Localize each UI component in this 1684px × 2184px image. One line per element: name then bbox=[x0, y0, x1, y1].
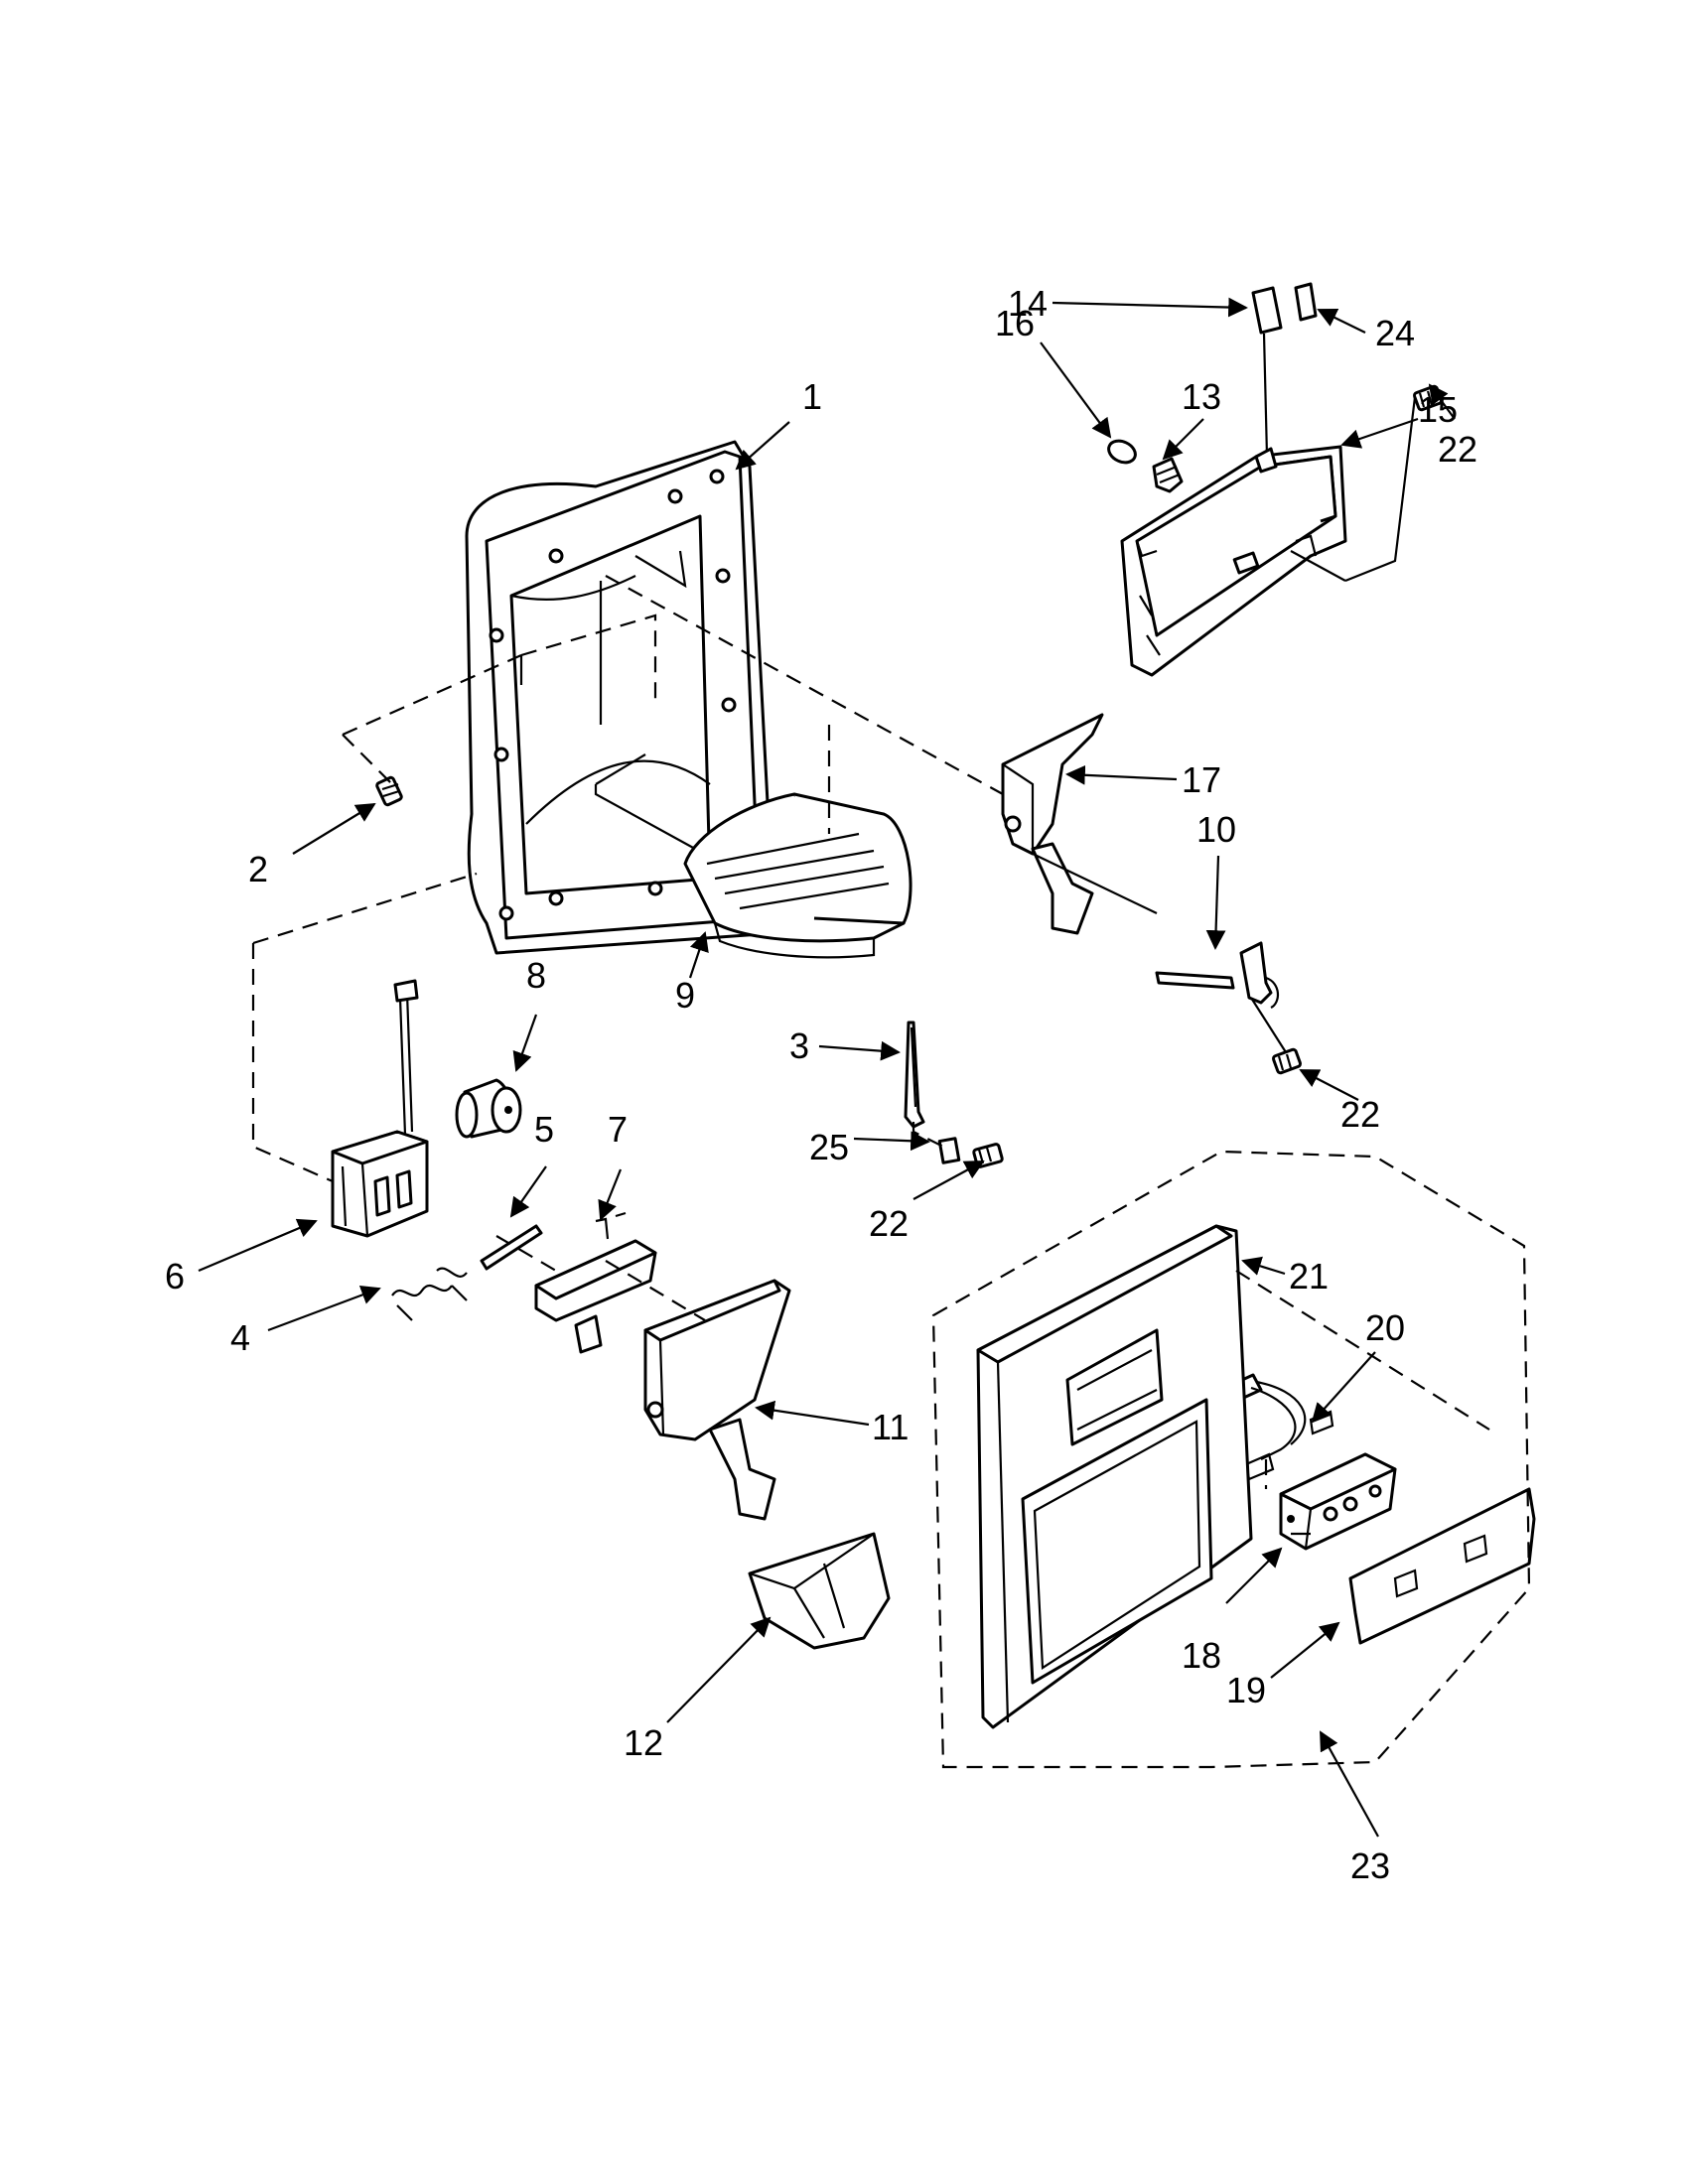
part-19-label-panel bbox=[1348, 1487, 1536, 1645]
part-1-housing bbox=[465, 440, 776, 955]
part-16-bulb bbox=[1107, 439, 1137, 465]
callout-16: 16 bbox=[995, 303, 1035, 343]
part-17-water-lever bbox=[1001, 713, 1104, 935]
callout-1: 1 bbox=[802, 376, 822, 417]
part-15-control-housing bbox=[1120, 445, 1347, 677]
part-13-socket bbox=[1152, 457, 1184, 493]
callout-labels: 1 2 3 4 5 6 7 8 9 10 11 12 13 14 15 16 1… bbox=[165, 283, 1477, 1886]
part-14-switch bbox=[1251, 286, 1283, 458]
callout-15: 15 bbox=[1418, 389, 1458, 430]
callout-13: 13 bbox=[1182, 376, 1221, 417]
callout-22-upper: 22 bbox=[1438, 429, 1477, 470]
assembly-23-boundary bbox=[931, 1150, 1531, 1769]
callout-6: 6 bbox=[165, 1256, 185, 1297]
part-7-actuator bbox=[534, 1211, 657, 1354]
callout-2: 2 bbox=[248, 849, 268, 889]
callout-14: 14 bbox=[1008, 283, 1048, 324]
part-9-grille bbox=[683, 792, 912, 959]
callout-17: 17 bbox=[1182, 759, 1221, 800]
part-21-front-panel bbox=[976, 1224, 1253, 1729]
part-3-clip bbox=[904, 1021, 925, 1129]
callout-19: 19 bbox=[1226, 1670, 1266, 1710]
callout-18: 18 bbox=[1182, 1635, 1221, 1676]
part-5-rod bbox=[480, 1224, 543, 1271]
part-6-solenoid bbox=[331, 979, 429, 1238]
callout-4: 4 bbox=[230, 1317, 250, 1358]
callout-11: 11 bbox=[872, 1407, 909, 1447]
callout-22-middle: 22 bbox=[869, 1203, 909, 1244]
callout-25: 25 bbox=[809, 1127, 849, 1167]
callout-23: 23 bbox=[1350, 1845, 1390, 1886]
callout-10: 10 bbox=[1196, 809, 1236, 850]
callout-24: 24 bbox=[1375, 313, 1415, 353]
callout-5: 5 bbox=[534, 1109, 554, 1150]
callout-21: 21 bbox=[1289, 1256, 1329, 1297]
connector-lines bbox=[251, 396, 1490, 1536]
callout-22-right: 22 bbox=[1340, 1094, 1380, 1135]
part-11-chute bbox=[643, 1279, 791, 1521]
part-10-lever bbox=[1155, 941, 1279, 1009]
callout-9: 9 bbox=[675, 975, 695, 1016]
part-25-plate bbox=[937, 1137, 961, 1164]
callout-3: 3 bbox=[789, 1025, 809, 1066]
callout-7: 7 bbox=[608, 1109, 628, 1150]
part-18-switch-module bbox=[1279, 1452, 1397, 1551]
part-4-spring bbox=[391, 1267, 468, 1321]
callout-20: 20 bbox=[1365, 1307, 1405, 1348]
part-24-plate bbox=[1294, 282, 1318, 322]
part-22-screw-right bbox=[1271, 1047, 1303, 1075]
part-12-cup bbox=[748, 1532, 891, 1650]
part-8-motor bbox=[455, 1078, 522, 1139]
part-2-screw bbox=[375, 775, 403, 807]
callout-12: 12 bbox=[624, 1722, 663, 1763]
leader-arrows bbox=[198, 297, 1456, 1838]
callout-8: 8 bbox=[526, 955, 546, 996]
